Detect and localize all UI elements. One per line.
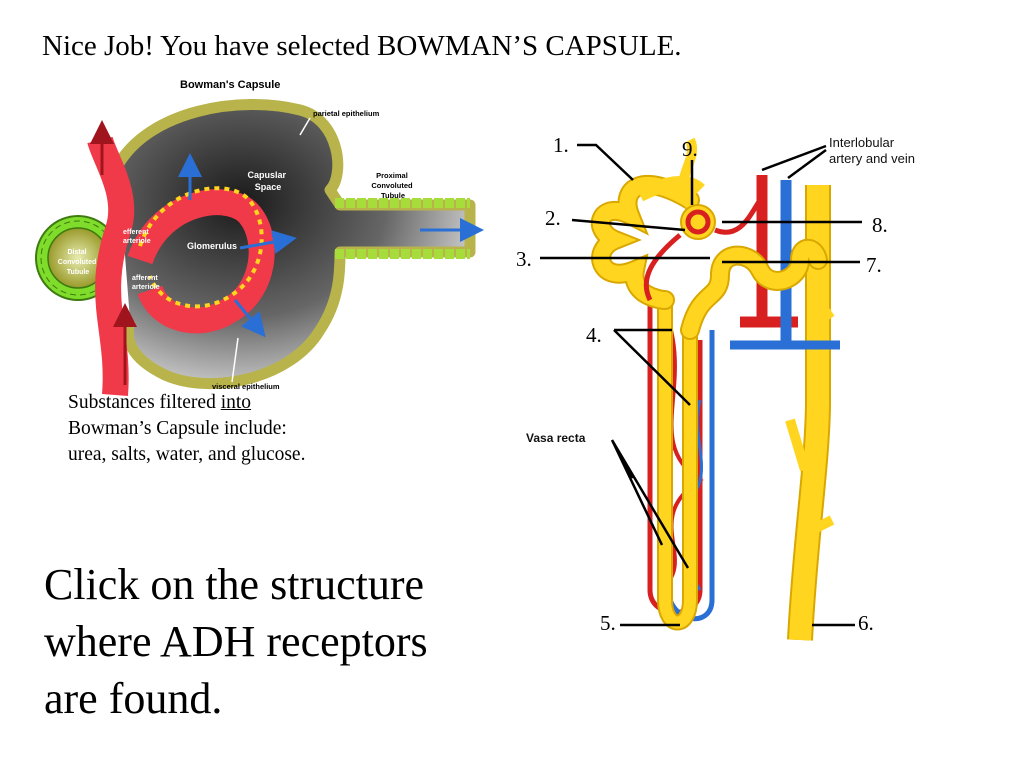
- filtrate-arrow-down: [233, 299, 266, 338]
- label-5: 5.: [600, 611, 616, 635]
- visceral-epithelium-label: visceral epithelium: [212, 382, 280, 391]
- visceral-pointer: [231, 337, 239, 383]
- label-2: 2.: [545, 206, 561, 230]
- proximal-tubule-label: Proximal Convoluted Tubule: [371, 171, 414, 200]
- afferent-line-1: afferent: [132, 275, 158, 282]
- nephron-glomerulus[interactable]: [678, 137, 716, 240]
- label-9: 9.: [682, 137, 698, 161]
- label-8: 8.: [872, 213, 888, 237]
- substances-line-1-prefix: Substances filtered: [68, 392, 221, 413]
- substances-line-2: Bowman’s Capsule include:: [68, 418, 287, 439]
- question-line-1: Click on the structure: [44, 560, 425, 609]
- feedback-prefix: Nice Job! You have selected: [42, 30, 378, 62]
- pointer-1: [577, 143, 634, 181]
- number-labels: 1. 9. 2. 3. 4. 5. 6. 7. 8.: [516, 133, 888, 635]
- glomerulus-label: Glomerulus: [187, 241, 237, 251]
- capsule-title: Bowman's Capsule: [180, 79, 280, 91]
- distal-convoluted-tubule-nephron[interactable]: [680, 238, 828, 340]
- question-line-3: are found.: [44, 674, 223, 723]
- parietal-pointer: [299, 117, 311, 136]
- substances-line-1: Substances filtered into: [68, 390, 398, 416]
- interlobular-label: Interlobular artery and vein: [829, 135, 915, 166]
- bowmans-capsule[interactable]: [113, 99, 476, 390]
- pointer-lines: [540, 143, 862, 627]
- proximal-line-3: Tubule: [381, 191, 405, 200]
- efferent-arteriole-label: efferent arteriole: [123, 229, 151, 245]
- pointer-4: [613, 328, 691, 406]
- label-4: 4.: [586, 323, 602, 347]
- afferent-line-2: arteriole: [132, 284, 160, 291]
- label-7: 7.: [866, 253, 882, 277]
- question-line-2: where ADH receptors: [44, 617, 428, 666]
- afferent-arteriole-nephron: [714, 198, 763, 235]
- proximal-line-2: Convoluted: [371, 181, 413, 190]
- question-prompt: Click on the structure where ADH recepto…: [44, 556, 514, 727]
- efferent-line-2: arteriole: [123, 238, 151, 245]
- bowmans-capsule-diagram: Bowman's Capsule: [35, 79, 484, 396]
- label-3: 3.: [516, 247, 532, 271]
- flow-arrows: [90, 120, 484, 385]
- proximal-convoluted-tubule[interactable]: [590, 174, 705, 310]
- substances-line-3: urea, salts, water, and glucose.: [68, 444, 306, 465]
- distal-line-2: Convoluted: [58, 259, 97, 266]
- interlobular-line-1: Interlobular: [829, 135, 895, 150]
- pointer-vasa-recta: [610, 439, 690, 569]
- capsular-space-line-2: Space: [255, 182, 282, 192]
- feedback-selected-structure: BOWMAN’S CAPSULE.: [377, 30, 682, 62]
- distal-tubule-label: Distal Convoluted Tubule: [58, 249, 98, 276]
- loop-of-henle[interactable]: [657, 300, 698, 631]
- proximal-line-1: Proximal: [376, 171, 408, 180]
- interlobular-line-2: artery and vein: [829, 151, 915, 166]
- pointer-interlobular: [761, 144, 827, 180]
- distal-line-3: Tubule: [67, 269, 90, 276]
- vasa-recta-label: Vasa recta: [526, 431, 586, 445]
- substances-note: Substances filtered into Bowman’s Capsul…: [68, 390, 398, 468]
- feedback-message: Nice Job! You have selected BOWMAN’S CAP…: [42, 30, 682, 63]
- pointer-2: [571, 218, 686, 232]
- collecting-duct[interactable]: [785, 185, 835, 641]
- parietal-epithelium-label: parietal epithelium: [313, 109, 380, 118]
- capsular-space-label: Capuslar Space: [247, 170, 288, 192]
- efferent-line-1: efferent: [123, 229, 149, 236]
- filtrate-arrow-right: [239, 230, 297, 254]
- label-1: 1.: [553, 133, 569, 157]
- afferent-arteriole-label: afferent arteriole: [132, 275, 160, 291]
- capsular-space-line-1: Capuslar: [247, 170, 286, 180]
- nephron-diagram: 1. 9. 2. 3. 4. 5. 6. 7. 8. Interlobular …: [516, 133, 915, 641]
- label-6: 6.: [858, 611, 874, 635]
- substances-into: into: [220, 392, 252, 413]
- distal-line-1: Distal: [67, 249, 86, 256]
- efferent-arteriole-nephron: [643, 233, 682, 302]
